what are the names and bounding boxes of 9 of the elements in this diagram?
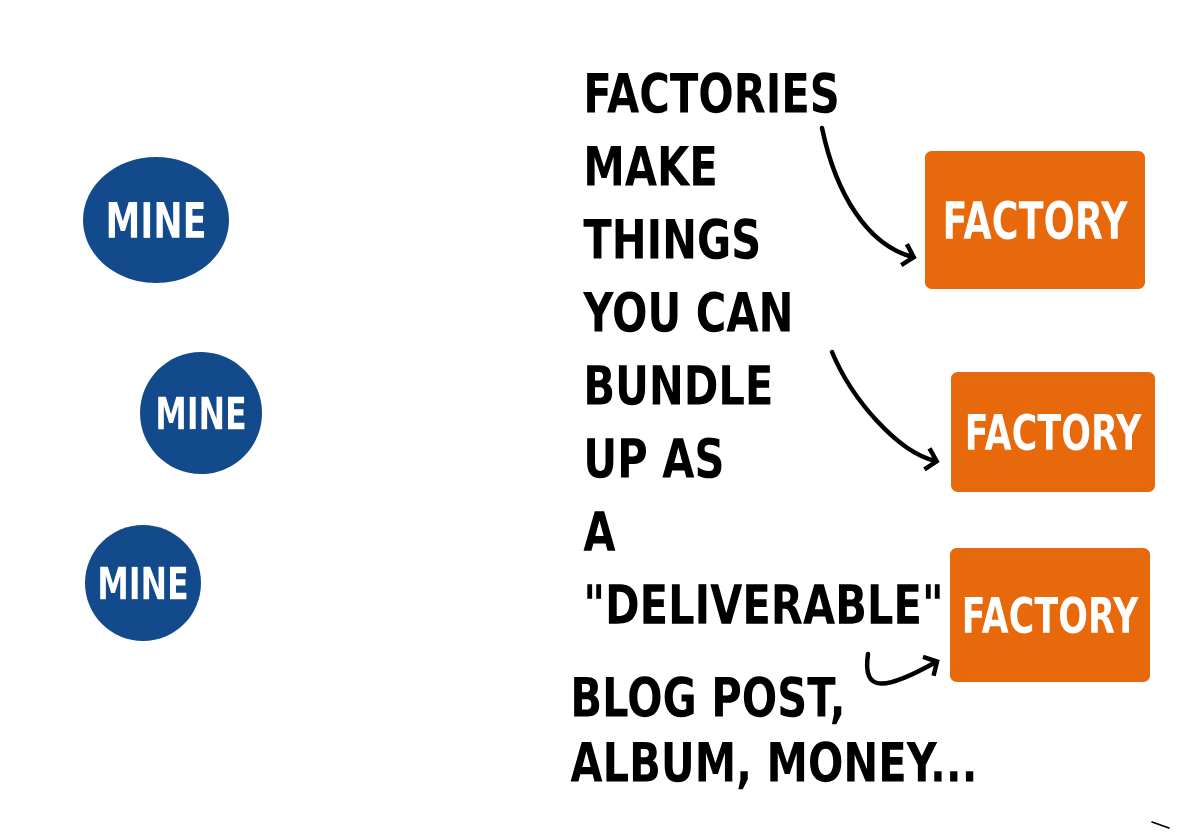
curved-arrow	[819, 125, 917, 267]
curved-arrow	[829, 349, 940, 472]
factory-box: FACTORY	[950, 548, 1150, 682]
circle-node: MINE	[140, 352, 262, 474]
circle-node: MINE	[83, 157, 229, 283]
circle-node: MINE	[85, 525, 201, 641]
curved-arrow	[864, 651, 940, 686]
factory-box: FACTORY	[925, 151, 1145, 289]
factory-box: FACTORY	[951, 372, 1155, 492]
